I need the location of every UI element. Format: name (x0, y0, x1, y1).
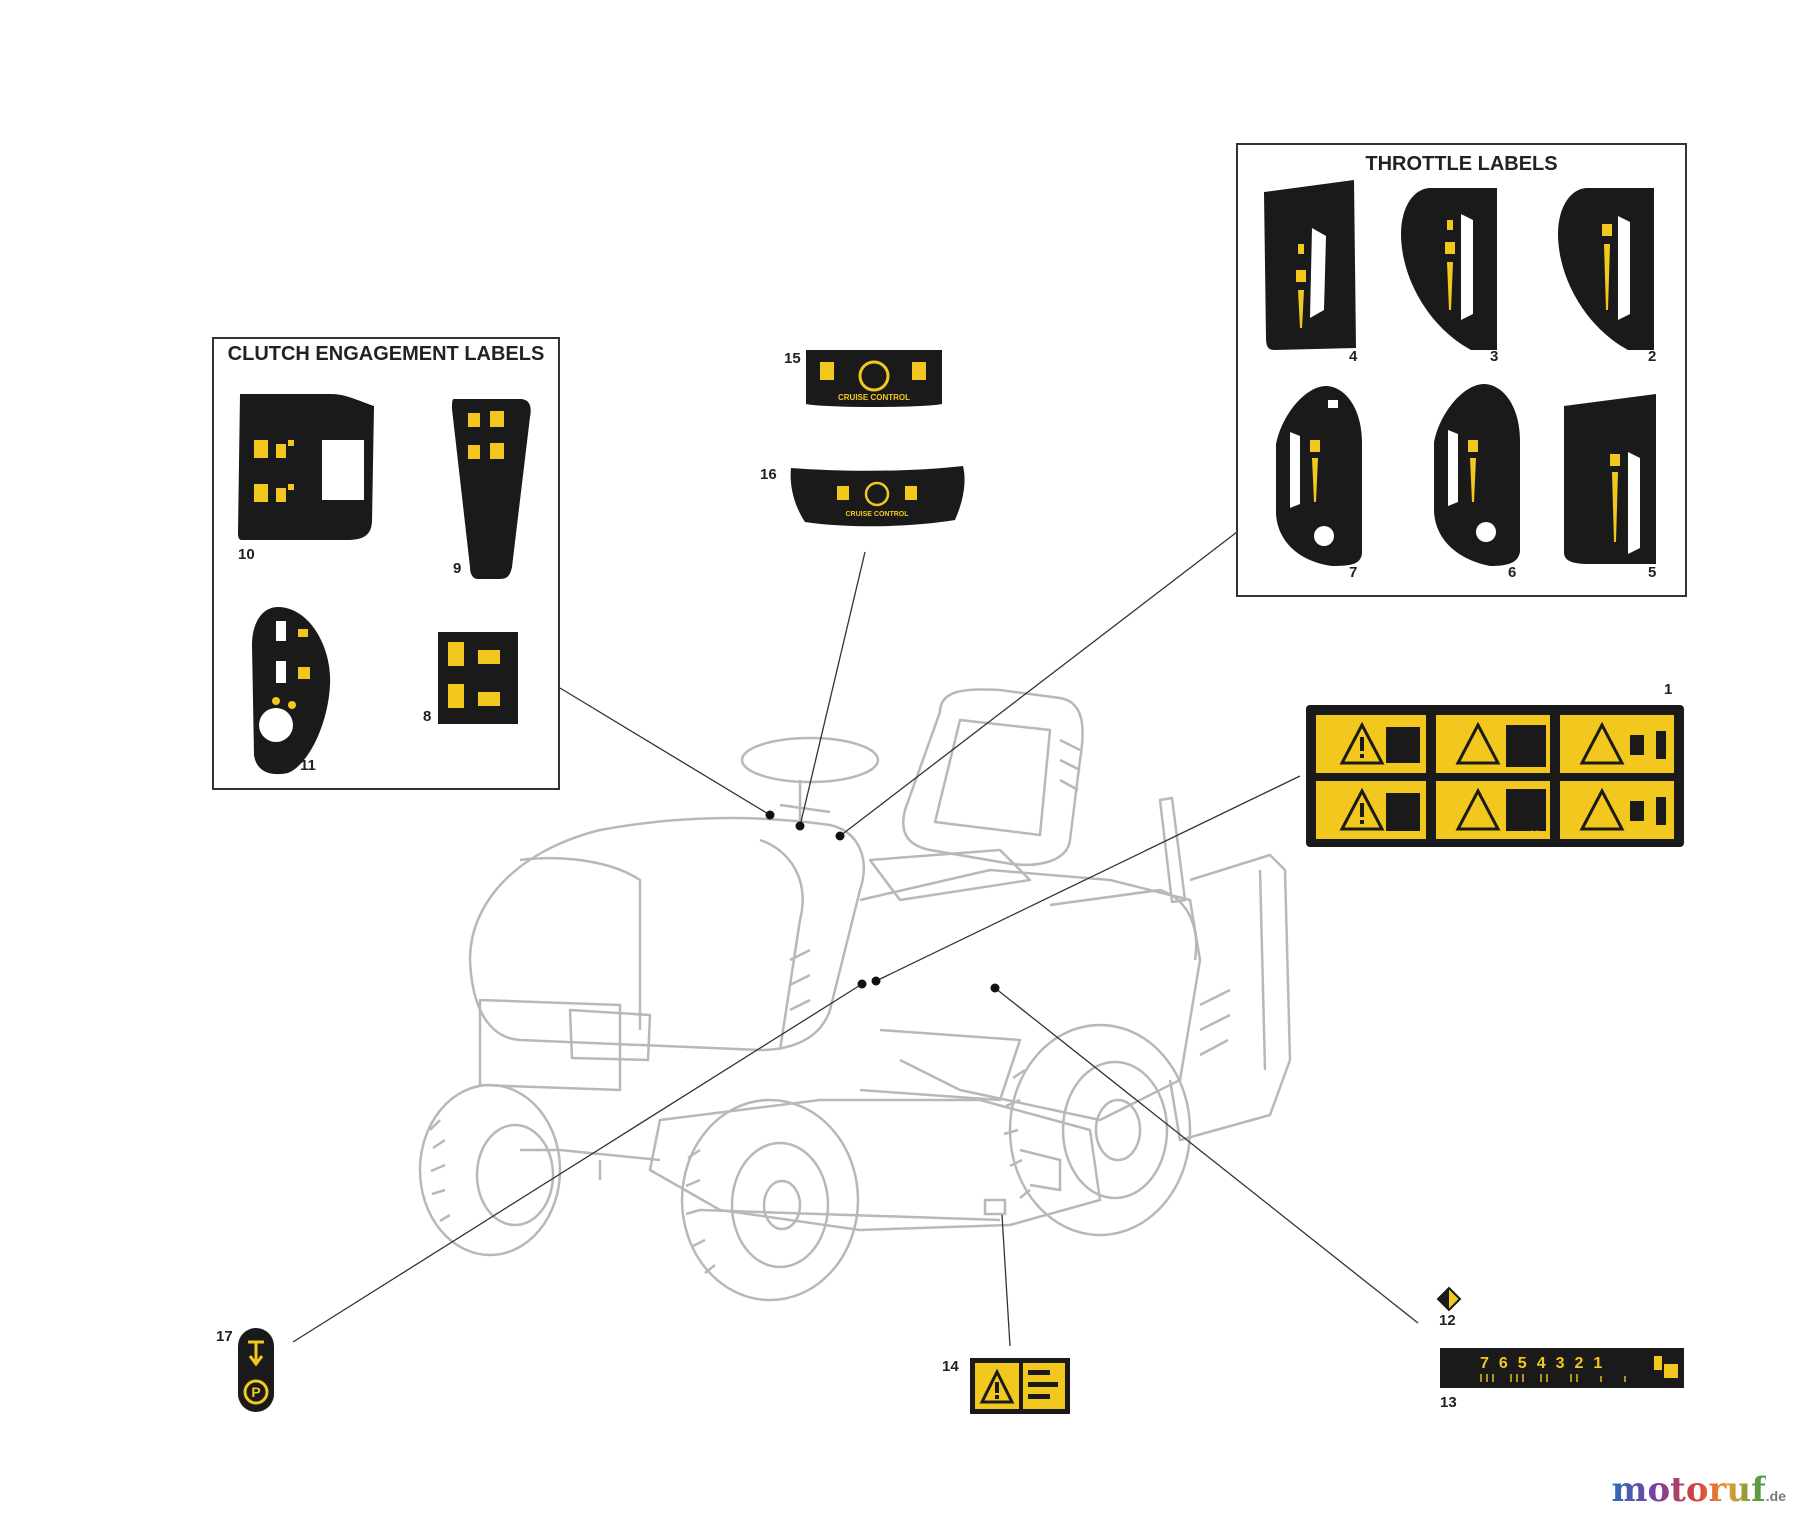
svg-text:P: P (251, 1384, 260, 1400)
clutch-label-10 (238, 394, 374, 540)
part-number-11: 11 (300, 757, 316, 774)
throttle-label-4 (1264, 180, 1356, 350)
gear-strip-label-13: 7654321 (1440, 1348, 1684, 1388)
warning-max-text: max 10° (1509, 829, 1544, 839)
part-number-15: 15 (784, 350, 801, 367)
part-number-8: 8 (423, 708, 432, 725)
part-number-13: 13 (1440, 1394, 1457, 1411)
cruise-control-label-16: CRUISE CONTROL (790, 466, 965, 527)
part-number-6: 6 (1508, 564, 1517, 581)
gear-numbers-text: 7654321 (1480, 1355, 1612, 1372)
warning-sticker-1: max 10° (1306, 705, 1684, 847)
clutch-box-title: CLUTCH ENGAGEMENT LABELS (227, 343, 545, 365)
part-number-3: 3 (1490, 348, 1499, 365)
clutch-label-11 (252, 607, 331, 775)
watermark-logo: motoruf.de (1611, 1470, 1786, 1510)
clutch-label-8 (438, 632, 518, 724)
part-number-9: 9 (453, 560, 462, 577)
diamond-icon-12 (1436, 1286, 1462, 1312)
part-number-10: 10 (238, 546, 255, 563)
cruise-control-label-15: CRUISE CONTROL (806, 350, 942, 407)
warning-label-14 (970, 1358, 1070, 1414)
parking-brake-label-17: P (238, 1328, 274, 1412)
part-number-17: 17 (216, 1328, 233, 1345)
part-number-1: 1 (1664, 681, 1673, 698)
part-number-16: 16 (760, 466, 777, 483)
throttle-label-6 (1434, 384, 1520, 566)
part-number-7: 7 (1349, 564, 1358, 581)
throttle-label-3 (1401, 188, 1497, 350)
watermark-main: motoruf (1611, 1470, 1766, 1510)
throttle-box-title: THROTTLE LABELS (1365, 153, 1558, 175)
watermark-suffix: .de (1765, 1488, 1786, 1504)
throttle-label-2 (1558, 188, 1654, 350)
part-number-14: 14 (942, 1358, 959, 1375)
throttle-label-7 (1276, 386, 1362, 566)
cruise-control-text-15: CRUISE CONTROL (838, 393, 910, 402)
part-number-2: 2 (1648, 348, 1657, 365)
part-number-5: 5 (1648, 564, 1657, 581)
part-number-4: 4 (1349, 348, 1358, 365)
part-number-12: 12 (1439, 1312, 1456, 1329)
throttle-label-5 (1564, 394, 1656, 564)
clutch-label-9 (452, 399, 531, 579)
cruise-control-text-16: CRUISE CONTROL (846, 511, 910, 518)
